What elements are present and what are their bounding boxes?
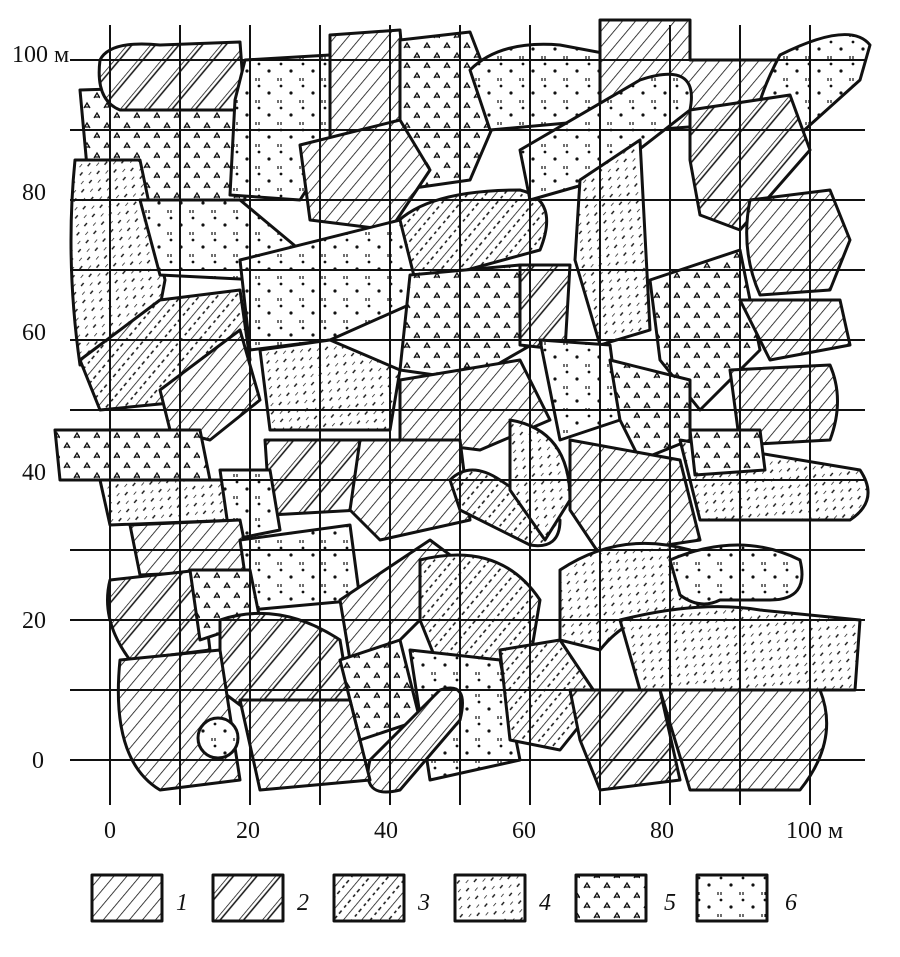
legend-swatch-3 [332,873,406,923]
patch [263,438,362,517]
legend-label-1: 1 [176,890,188,916]
patch [573,138,652,347]
legend-swatch-1 [90,873,164,923]
patch [568,438,702,557]
legend-label-5: 5 [664,890,676,916]
legend-label-2: 2 [297,890,309,916]
x-label-20: 20 [236,818,260,844]
legend-swatch-4 [453,873,527,923]
legend-label-6: 6 [785,890,797,916]
patch [518,72,693,202]
x-label-60: 60 [512,818,536,844]
patch [448,468,562,548]
legend-swatch-5 [574,873,648,923]
patch [518,263,572,352]
map-patches [53,18,872,794]
patch [258,338,402,432]
patch [98,478,242,527]
y-label-80: 80 [22,180,46,206]
legend-label-4: 4 [539,890,551,916]
x-label-80: 80 [650,818,674,844]
patch [538,338,622,442]
y-label-20: 20 [22,608,46,634]
legend: 1 2 3 4 5 6 [90,873,797,923]
legend-label-3: 3 [417,890,430,916]
y-axis-labels: 100 м 80 60 40 20 0 [12,42,69,774]
patch [128,518,252,577]
y-label-60: 60 [22,320,46,346]
patch [745,188,852,297]
legend-swatch-6 [695,873,769,923]
x-label-40: 40 [374,818,398,844]
x-label-100: 100 м [786,818,843,844]
y-label-0: 0 [32,748,44,774]
y-label-40: 40 [22,460,46,486]
patch [97,40,247,112]
patch [688,428,767,477]
patch [238,698,372,792]
legend-swatch-2 [211,873,285,923]
patch [658,688,829,792]
x-axis-labels: 0 20 40 60 80 100 м [104,818,843,844]
patch [348,438,472,542]
patch [668,543,804,606]
x-label-0: 0 [104,818,116,844]
patch [196,716,240,760]
y-label-100: 100 м [12,42,69,68]
patch [398,263,542,382]
grid [70,25,865,805]
patch [53,428,212,482]
patch [238,218,422,352]
